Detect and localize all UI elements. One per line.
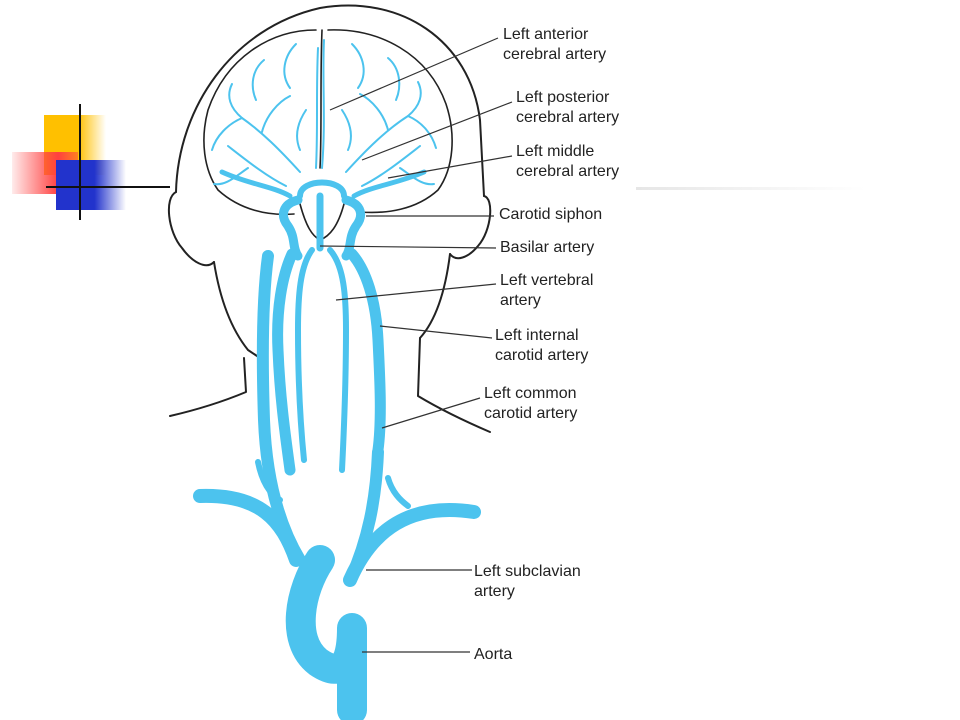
left-vertebral-vessel (327, 247, 349, 473)
label-basilar-artery: Basilar artery (500, 239, 595, 256)
leader-basilar (319, 245, 497, 249)
left-cortical-branch (211, 117, 243, 151)
right-ear-outline (449, 195, 492, 260)
right-cortical-branch (399, 167, 435, 186)
circle-of-willis (297, 179, 347, 199)
head-outline (167, 4, 492, 433)
cerebral-branches (211, 39, 437, 187)
deco-vertical-line (79, 104, 81, 220)
right-middle-cerebral-vessel (219, 169, 293, 199)
left-internal-carotid-vessel (346, 248, 386, 456)
label-left-middle-cerebral-artery: Left middle cerebral artery (516, 143, 620, 180)
left-costocervical-vessel (385, 475, 411, 509)
right-cortical-branch (351, 43, 365, 89)
right-vertebral-vessel (295, 247, 315, 463)
aortic-arch-vessel (285, 545, 367, 720)
right-internal-carotid-vessel (272, 248, 298, 476)
deco-rule-right (636, 187, 866, 190)
deco-blue-square (56, 160, 126, 210)
right-cortical-branch (387, 57, 401, 101)
right-cortical-branch (407, 115, 437, 149)
deco-horizontal-line (46, 186, 170, 188)
left-ear-outline (167, 191, 215, 267)
left-cortical-branch (227, 145, 287, 187)
label-left-vertebral-artery: Left vertebral artery (500, 272, 594, 309)
label-left-internal-carotid-artery: Left internal carotid artery (495, 327, 589, 364)
leader-lines (319, 37, 513, 653)
right-cortical-branch (341, 109, 352, 151)
right-cortical-branch (345, 81, 422, 173)
leader-common (381, 397, 481, 429)
left-subclavian-vessel (343, 503, 481, 587)
left-middle-cerebral-vessel (351, 169, 427, 199)
right-cortical-branch (359, 93, 389, 131)
anterior-cerebral-branch (321, 39, 325, 169)
left-cortical-branch (251, 59, 265, 101)
left-carotid-siphon-vessel (341, 195, 366, 261)
label-left-subclavian-artery: Left subclavian artery (474, 563, 581, 600)
left-jaw-outline (213, 261, 267, 363)
leader-middle (387, 155, 513, 179)
label-carotid-siphon: Carotid siphon (499, 206, 603, 223)
right-costocervical-vessel (255, 459, 283, 503)
label-left-posterior-cerebral-artery: Left posterior cerebral artery (516, 89, 620, 126)
label-left-common-carotid-artery: Left common carotid artery (484, 385, 578, 422)
anterior-cerebral-branch (315, 47, 319, 169)
right-hemisphere-outline (327, 29, 453, 214)
left-hemisphere-outline (203, 29, 317, 216)
right-carotid-siphon-vessel (278, 195, 303, 261)
left-cortical-branch (283, 43, 297, 89)
skull-outline (175, 4, 485, 197)
right-jaw-outline (419, 253, 451, 339)
left-cortical-branch (261, 95, 291, 133)
longitudinal-fissure (319, 29, 323, 169)
right-cortical-branch (361, 145, 421, 187)
brain-outline (203, 29, 453, 241)
leader-internal (379, 325, 493, 339)
leader-vertebral (335, 283, 497, 301)
left-cortical-branch (213, 167, 249, 186)
leader-posterior (361, 101, 513, 161)
left-cortical-branch (296, 109, 307, 151)
right-subclavian-vessel (193, 488, 303, 567)
right-shoulder-outline (417, 337, 491, 433)
main-arteries (193, 169, 481, 720)
left-shoulder-outline (169, 357, 247, 417)
leader-anterior (329, 37, 499, 111)
label-left-anterior-cerebral-artery: Left anterior cerebral artery (503, 26, 607, 63)
label-aorta: Aorta (474, 646, 513, 663)
